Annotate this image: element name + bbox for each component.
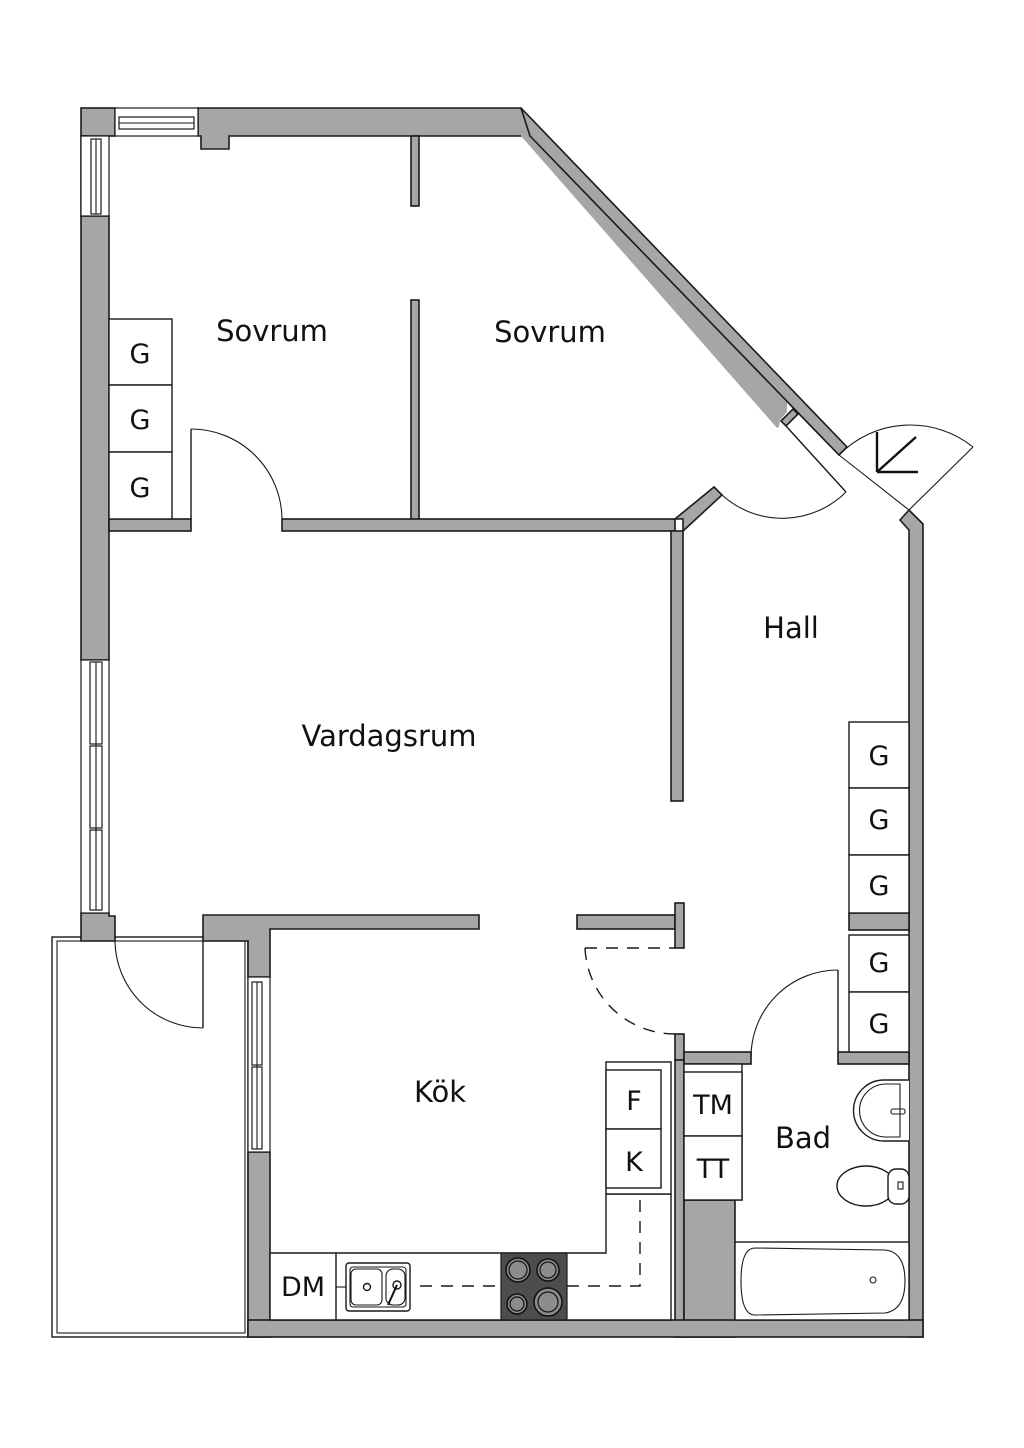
wardrobes-hall (848, 721, 910, 1053)
balcony (51, 936, 249, 1338)
tumble-dryer-label: TT (696, 1154, 730, 1185)
wall-bottom (247, 1319, 924, 1338)
wardrobes-bedroom-left (108, 318, 173, 520)
sink-icon (336, 1262, 411, 1312)
bath-laundry (683, 1063, 743, 1201)
wall-top-left-corner (80, 107, 116, 137)
door-bedroom-right (721, 425, 847, 519)
washbasin-icon (852, 1079, 909, 1142)
fridge (605, 1069, 662, 1130)
freezer (605, 1128, 662, 1189)
window-left-living (80, 659, 110, 914)
tumble-dryer (683, 1135, 743, 1201)
washing-machine-label: TM (692, 1090, 733, 1121)
bathtub-icon (734, 1241, 910, 1321)
window-left-bedroom (80, 135, 110, 217)
wardrobe-label: G (130, 405, 151, 436)
room-label-living-room: Vardagsrum (301, 719, 476, 753)
walls (80, 107, 924, 1338)
door-bathroom (750, 969, 839, 1059)
washing-machine (683, 1071, 743, 1137)
wall-diagonal (520, 107, 849, 457)
freezer-label: K (625, 1147, 644, 1178)
window-top (114, 107, 199, 137)
wardrobe-label: G (130, 339, 151, 370)
door-balcony (114, 940, 204, 1029)
wardrobe-label: G (869, 741, 890, 772)
wall-hall-divider (670, 530, 684, 802)
room-label-bedroom-right: Sovrum (494, 315, 606, 349)
doors (114, 424, 974, 1059)
wardrobe-label: G (869, 948, 890, 979)
stove-icon (500, 1252, 568, 1321)
wardrobe-label: G (869, 871, 890, 902)
room-label-bathroom: Bad (775, 1121, 831, 1155)
door-bedroom-left (190, 428, 283, 520)
wall-top (197, 107, 532, 150)
kitchen-counter (269, 1061, 672, 1321)
entrance-arrow-icon (875, 432, 918, 474)
toilet-icon (836, 1165, 910, 1207)
wardrobe-label: G (869, 1009, 890, 1040)
wardrobe-label: G (130, 473, 151, 504)
dishwasher-label: DM (281, 1272, 325, 1303)
door-entrance (838, 424, 974, 511)
fridge-label: F (626, 1086, 642, 1117)
room-label-bedroom-left: Sovrum (216, 314, 328, 348)
wardrobe-label: G (869, 805, 890, 836)
room-label-kitchen: Kök (414, 1075, 466, 1109)
wall-left (80, 215, 110, 661)
door-kitchen (584, 947, 676, 1035)
windows (80, 107, 271, 1153)
room-label-hall: Hall (763, 611, 819, 645)
window-kitchen (247, 976, 271, 1153)
wall-between-bedrooms (410, 135, 420, 207)
